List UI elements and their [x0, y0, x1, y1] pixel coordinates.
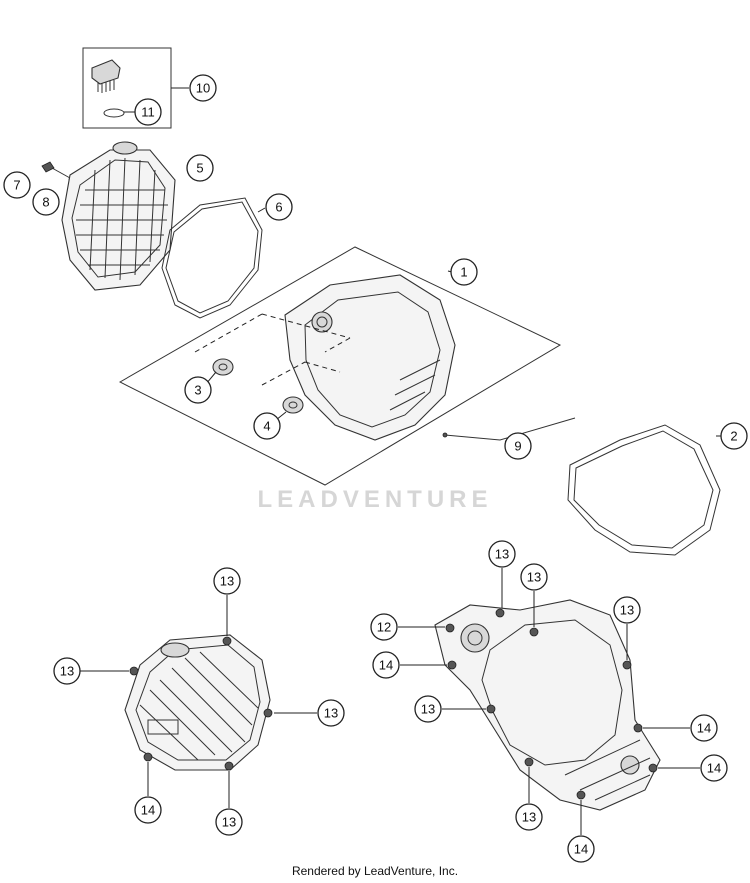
- pin-9: [444, 417, 576, 441]
- svg-text:7: 7: [13, 178, 20, 193]
- callout-13-i: 13: [515, 803, 543, 831]
- callout-14-a: 14: [134, 796, 162, 824]
- callout-13-d: 13: [215, 808, 243, 836]
- svg-text:14: 14: [707, 761, 721, 776]
- callout-13-f: 13: [520, 563, 548, 591]
- callout-1: 1: [450, 258, 478, 286]
- callout-11: 11: [134, 98, 162, 126]
- callout-13-e: 13: [488, 540, 516, 568]
- callout-8: 8: [32, 188, 60, 216]
- callout-4: 4: [253, 412, 281, 440]
- callout-14-e: 14: [567, 835, 595, 863]
- svg-text:6: 6: [275, 200, 282, 215]
- svg-text:2: 2: [730, 429, 737, 444]
- inner-clutch-cover-1: [284, 274, 456, 441]
- kit-box-clutch-cover: [118, 246, 562, 486]
- callout-13-a: 13: [213, 567, 241, 595]
- svg-text:13: 13: [324, 706, 338, 721]
- inner-clutch-cover-assembled: [434, 599, 661, 811]
- svg-text:14: 14: [697, 721, 711, 736]
- svg-text:13: 13: [620, 603, 634, 618]
- svg-text:14: 14: [379, 658, 393, 673]
- svg-text:5: 5: [196, 161, 203, 176]
- callout-2: 2: [720, 422, 748, 450]
- callout-14-b: 14: [372, 651, 400, 679]
- svg-text:13: 13: [495, 547, 509, 562]
- o-ring-11: [103, 108, 125, 118]
- svg-text:13: 13: [421, 702, 435, 717]
- outer-clutch-cover-assembled: [124, 634, 273, 771]
- callout-3: 3: [184, 376, 212, 404]
- shaft-seal-4: [282, 396, 304, 414]
- callout-14-c: 14: [690, 714, 718, 742]
- callout-14-d: 14: [700, 754, 728, 782]
- svg-text:10: 10: [196, 81, 210, 96]
- callout-13-g: 13: [613, 596, 641, 624]
- gasket-6: [161, 197, 263, 319]
- svg-text:13: 13: [220, 574, 234, 589]
- svg-text:12: 12: [377, 620, 391, 635]
- svg-text:14: 14: [141, 803, 155, 818]
- callout-9: 9: [504, 432, 532, 460]
- gasket-2: [567, 424, 721, 556]
- svg-text:13: 13: [522, 810, 536, 825]
- svg-text:8: 8: [42, 195, 49, 210]
- callout-7: 7: [3, 171, 31, 199]
- callout-13-h: 13: [414, 695, 442, 723]
- callout-12: 12: [370, 613, 398, 641]
- clutch-cover-5: [61, 141, 176, 291]
- svg-text:11: 11: [141, 105, 155, 120]
- watermark: LEADVENTURE: [257, 486, 493, 513]
- svg-text:4: 4: [263, 419, 270, 434]
- callout-10: 10: [189, 74, 217, 102]
- svg-text:3: 3: [194, 383, 201, 398]
- callout-6: 6: [265, 193, 293, 221]
- svg-text:14: 14: [574, 842, 588, 857]
- svg-text:13: 13: [527, 570, 541, 585]
- footer-credit: Rendered by LeadVenture, Inc.: [291, 864, 459, 878]
- svg-text:1: 1: [460, 265, 467, 280]
- oil-filler-plug: [91, 59, 121, 93]
- svg-text:13: 13: [222, 815, 236, 830]
- callout-5: 5: [186, 154, 214, 182]
- svg-text:9: 9: [514, 439, 521, 454]
- svg-text:13: 13: [60, 664, 74, 679]
- bolt-7-8: [41, 161, 76, 184]
- shaft-seal-3: [212, 358, 234, 376]
- callout-13-c: 13: [317, 699, 345, 727]
- callout-13-b: 13: [53, 657, 81, 685]
